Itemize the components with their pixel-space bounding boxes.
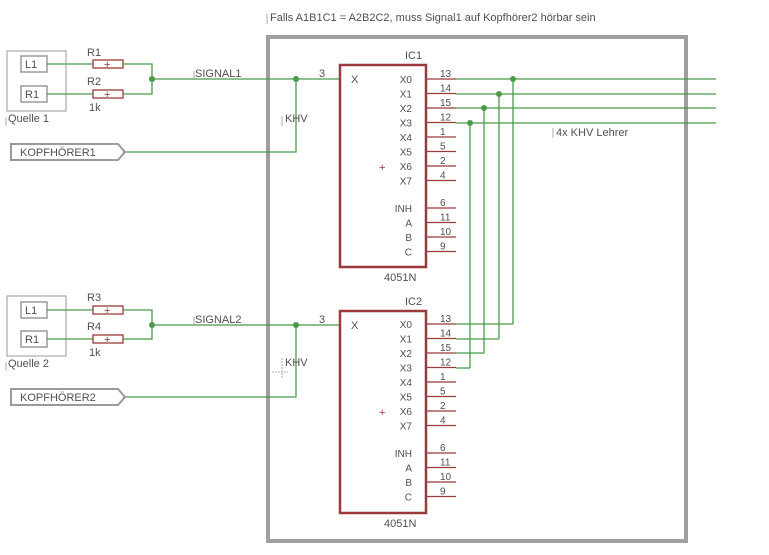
ic2-pin-number-x2: 15 <box>440 343 452 354</box>
ic1-pin-name-inh: INH <box>395 204 412 215</box>
ic2-pin-number-x3: 12 <box>440 358 452 369</box>
jack-l-label-1: L1 <box>25 59 37 71</box>
ic-input-pin-1: 3 <box>319 68 325 80</box>
ic1-pin-number-x7: 4 <box>440 171 446 182</box>
ic-body-2 <box>338 309 428 515</box>
ic2-pin-name-x1: X1 <box>400 335 413 346</box>
ic1-pin-name-x2: X2 <box>400 104 413 115</box>
ic1-pin-number-b: 10 <box>440 227 452 238</box>
ic2-pin-name-a: A <box>405 464 412 475</box>
headphone-connector-1 <box>10 143 127 161</box>
svg-text:+: + <box>379 162 385 174</box>
ic2-pin-name-x7: X7 <box>400 422 413 433</box>
signal-label-1: SIGNAL1 <box>195 68 241 80</box>
svg-text:+: + <box>104 89 110 101</box>
headphone-label-1: KOPFHÖRER1 <box>20 147 96 159</box>
ic1-pin-number-x0: 13 <box>440 69 452 80</box>
jack-r-label-2: R1 <box>25 334 39 346</box>
ic2-pin-name-c: C <box>405 493 412 504</box>
amp-label-2: KHV <box>285 357 308 369</box>
ic1-pin-number-inh: 6 <box>440 198 446 209</box>
amp-label-1: KHV <box>285 113 308 125</box>
ic1-pin-name-b: B <box>405 233 412 244</box>
ic2-pin-number-x4: 1 <box>440 372 446 383</box>
res-top-label-2: R3 <box>87 292 101 304</box>
bus-label: 4x KHV Lehrer <box>556 127 628 139</box>
ic2-pin-number-inh: 6 <box>440 443 446 454</box>
ic2-pin-number-x6: 2 <box>440 401 446 412</box>
source-label-1: Quelle 1 <box>8 113 49 125</box>
ic1-pin-name-x4: X4 <box>400 133 413 144</box>
svg-text:+: + <box>379 407 385 419</box>
source-label-2: Quelle 2 <box>8 358 49 370</box>
ic2-pin-name-b: B <box>405 478 412 489</box>
ic2-pin-name-x6: X6 <box>400 407 413 418</box>
ic-input-pin-2: 3 <box>319 314 325 326</box>
ic1-pin-name-x1: X1 <box>400 90 413 101</box>
ic2-pin-name-inh: INH <box>395 449 412 460</box>
ic-name-1: IC1 <box>405 50 422 62</box>
ic1-pin-number-x6: 2 <box>440 156 446 167</box>
ic-type-2: 4051N <box>384 518 416 530</box>
ic-type-1: 4051N <box>384 272 416 284</box>
ic2-pin-name-x4: X4 <box>400 378 413 389</box>
ic-input-name-1: X <box>351 74 359 86</box>
jack-r-label-1: R1 <box>25 89 39 101</box>
ic2-pin-name-x3: X3 <box>400 364 413 375</box>
res-top-label-1: R1 <box>87 47 101 59</box>
ic1-pin-number-x3: 12 <box>440 113 452 124</box>
group-1: L1 R1 Quelle 1 + R1 + R2 1k SIGNAL1 KHV … <box>5 47 456 284</box>
res-value-2: 1k <box>89 347 101 359</box>
ic1-pin-number-x4: 1 <box>440 127 446 138</box>
headphone-connector-2 <box>10 388 127 406</box>
teacher-bus: 4x KHV Lehrer <box>456 76 716 369</box>
ic-name-2: IC2 <box>405 296 422 308</box>
ic2-pin-number-x1: 14 <box>440 329 452 340</box>
group-2: L1 R1 Quelle 2 + R3 + R4 1k SIGNAL2 KHV … <box>5 292 456 530</box>
jack-l-label-2: L1 <box>25 305 37 317</box>
ic1-pin-name-c: C <box>405 248 412 259</box>
ic1-pin-name-x0: X0 <box>400 75 413 86</box>
svg-text:+: + <box>104 59 110 71</box>
ic2-pin-number-a: 11 <box>440 458 451 469</box>
ic1-pin-name-x6: X6 <box>400 162 413 173</box>
ic1-pin-number-x2: 15 <box>440 98 452 109</box>
ic2-pin-number-b: 10 <box>440 472 452 483</box>
ic1-pin-number-a: 11 <box>440 213 451 224</box>
svg-text:+: + <box>104 334 110 346</box>
signal-label-2: SIGNAL2 <box>195 314 241 326</box>
note-text: Falls A1B1C1 = A2B2C2, muss Signal1 auf … <box>270 12 596 24</box>
headphone-label-2: KOPFHÖRER2 <box>20 392 96 404</box>
res-bottom-label-2: R4 <box>87 321 101 333</box>
ic1-pin-name-x7: X7 <box>400 177 413 188</box>
ic2-pin-number-c: 9 <box>440 487 446 498</box>
ic2-pin-number-x0: 13 <box>440 314 452 325</box>
ic2-pin-name-x0: X0 <box>400 320 413 331</box>
ic2-pin-name-x5: X5 <box>400 393 413 404</box>
ic1-pin-number-c: 9 <box>440 242 446 253</box>
svg-text:+: + <box>104 305 110 317</box>
ic2-pin-number-x5: 5 <box>440 387 446 398</box>
ic1-pin-name-a: A <box>405 219 412 230</box>
board-frame <box>266 35 688 543</box>
res-bottom-label-1: R2 <box>87 76 101 88</box>
ic2-pin-name-x2: X2 <box>400 349 413 360</box>
ic1-pin-name-x3: X3 <box>400 119 413 130</box>
ic1-pin-number-x5: 5 <box>440 142 446 153</box>
res-value-1: 1k <box>89 102 101 114</box>
source-box-1 <box>6 50 67 112</box>
ic-input-name-2: X <box>351 320 359 332</box>
ic1-pin-name-x5: X5 <box>400 148 413 159</box>
source-box-2 <box>6 295 67 357</box>
ic1-pin-number-x1: 14 <box>440 84 452 95</box>
ic2-pin-number-x7: 4 <box>440 416 446 427</box>
